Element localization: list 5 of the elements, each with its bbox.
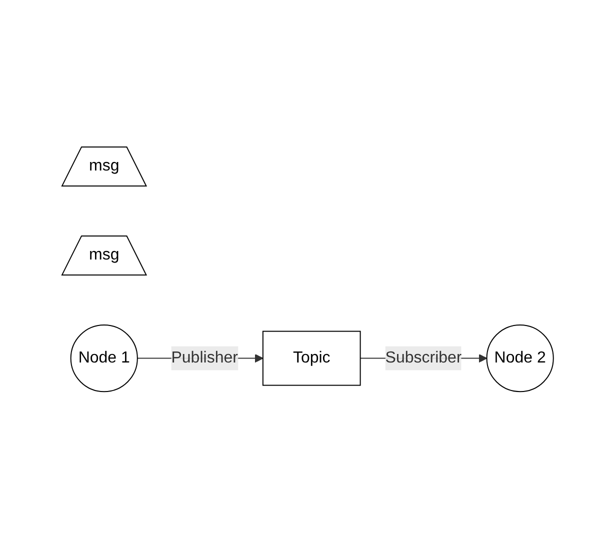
node-box: Topic bbox=[262, 331, 362, 386]
node-circle: Node 2 bbox=[486, 324, 554, 392]
edge-label: Publisher bbox=[172, 350, 238, 366]
node-circle: Node 1 bbox=[70, 324, 138, 392]
edge-label: Subscriber bbox=[386, 350, 462, 366]
